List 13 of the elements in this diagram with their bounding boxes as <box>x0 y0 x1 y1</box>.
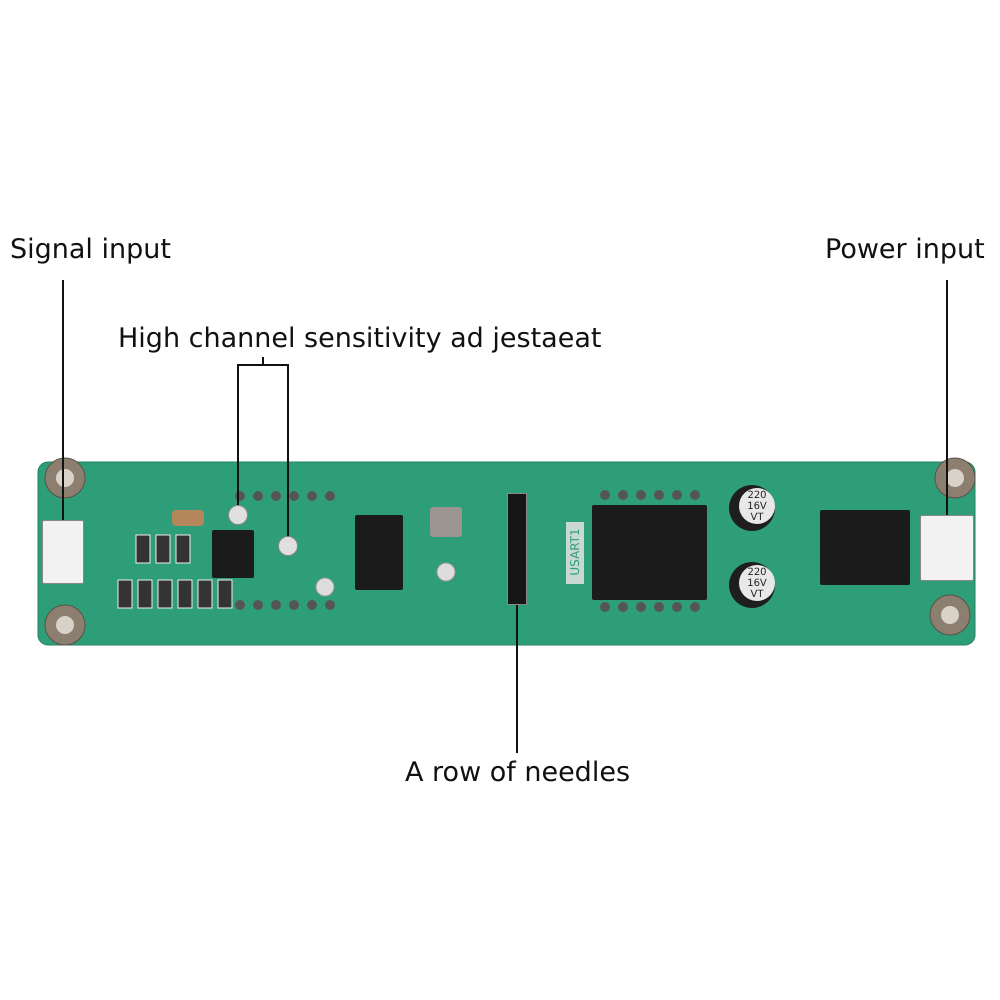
capacitor-marking: 220 16V VT <box>746 490 768 523</box>
callout-label: A row of needles <box>405 757 630 789</box>
board-marking: USART1 <box>567 527 583 578</box>
leader-line <box>62 280 64 520</box>
capacitor-marking: 220 16V VT <box>746 567 768 600</box>
leader-line <box>516 605 518 753</box>
callout-label: Signal input <box>10 234 171 266</box>
pin-header <box>507 493 527 605</box>
power-connector <box>920 515 974 581</box>
callout-label: High channel sensitivity ad jestaeat <box>118 323 602 355</box>
callout-label: Power input <box>825 234 985 266</box>
leader-line <box>946 280 948 515</box>
signal-connector <box>42 520 84 584</box>
